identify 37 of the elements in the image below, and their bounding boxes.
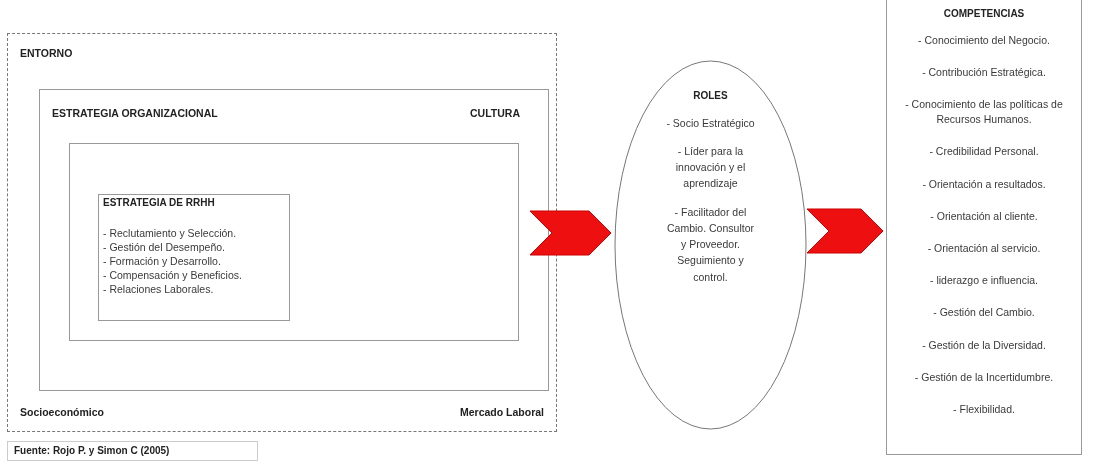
list-item: - Gestión de la Incertidumbre.: [914, 369, 1054, 385]
list-item: - Líder para la innovación y el aprendizaje: [674, 143, 747, 192]
context-label: Socioeconómico: [20, 405, 104, 419]
list-item: - Socio Estratégico: [666, 115, 755, 131]
chevron-arrow: [529, 210, 612, 256]
list-item: - Contribución Estratégica.: [922, 64, 1046, 80]
chevron-arrow: [806, 208, 884, 254]
section-heading: ESTRATEGIA DE RRHH: [103, 197, 215, 210]
list-item: - Gestión del Cambio.: [933, 305, 1035, 321]
list-item: - Orientación a resultados.: [922, 176, 1046, 192]
list-item: - Gestión de la Diversidad.: [922, 337, 1046, 353]
roles-ellipse: [614, 60, 807, 430]
list-item: - Facilitador del Cambio. Consultor y Proveedor. Seguimiento y control.: [666, 204, 755, 285]
list-item: - Compensación y Beneficios.: [103, 268, 242, 282]
hr-strategy-box: [98, 194, 290, 321]
context-label: Mercado Laboral: [459, 405, 544, 419]
list-item: - Formación y Desarrollo.: [103, 254, 221, 268]
inner-box: [69, 143, 519, 341]
competencies-box: [886, 0, 1082, 455]
list-item: - Orientación al servicio.: [927, 241, 1041, 257]
list-item: - Conocimiento de las políticas de Recursos Humanos.: [904, 96, 1064, 128]
section-heading: ROLES: [693, 90, 728, 103]
list-item: - Orientación al cliente.: [930, 208, 1038, 224]
source-note: Fuente: Rojo P. y Simon C (2005): [7, 441, 258, 461]
section-heading: ESTRATEGIA ORGANIZACIONAL: [52, 107, 218, 121]
list-item: - liderazgo e influencia.: [930, 273, 1038, 289]
list-item: - Relaciones Laborales.: [103, 283, 214, 297]
section-heading: ENTORNO: [20, 47, 73, 61]
organization-strategy-box: [39, 89, 549, 391]
list-item: - Reclutamiento y Selección.: [103, 226, 237, 240]
environment-dashed-frame: [7, 33, 557, 432]
list-item: - Gestión del Desempeño.: [103, 240, 225, 254]
list-item: - Flexibilidad.: [953, 402, 1015, 418]
section-heading: COMPETENCIAS: [943, 8, 1025, 21]
list-item: - Conocimiento del Negocio.: [918, 32, 1050, 48]
list-item: - Credibilidad Personal.: [929, 144, 1039, 160]
context-label: CULTURA: [470, 107, 520, 121]
